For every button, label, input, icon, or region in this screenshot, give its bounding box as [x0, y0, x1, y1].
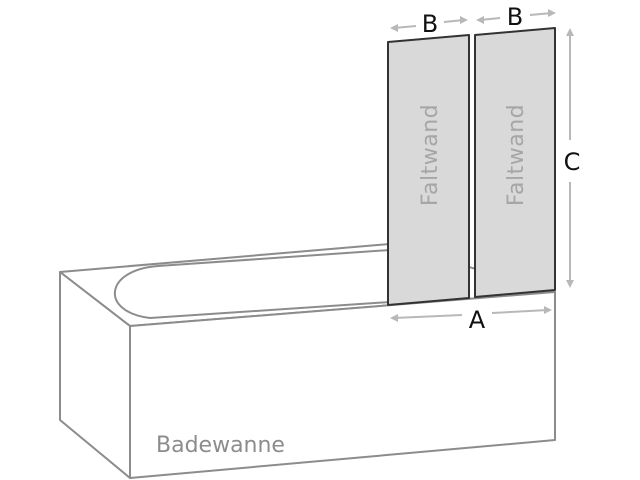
dimension-b-right — [476, 9, 556, 24]
bathtub-basin — [113, 249, 391, 319]
dimension-b-left — [390, 16, 468, 32]
screen-panel-left — [387, 34, 470, 306]
panel-label-left: Faltwand — [418, 104, 443, 206]
label-b-left: B — [422, 10, 438, 38]
folding-screen — [387, 27, 556, 306]
bathtub-label: Badewanne — [156, 433, 285, 458]
dimension-c — [566, 28, 574, 288]
screen-panel-right — [474, 27, 556, 298]
label-b-right: B — [507, 3, 523, 31]
label-c: C — [564, 148, 581, 176]
dimension-a — [390, 306, 552, 322]
panel-label-right: Faltwand — [504, 104, 529, 206]
label-a: A — [469, 306, 486, 334]
